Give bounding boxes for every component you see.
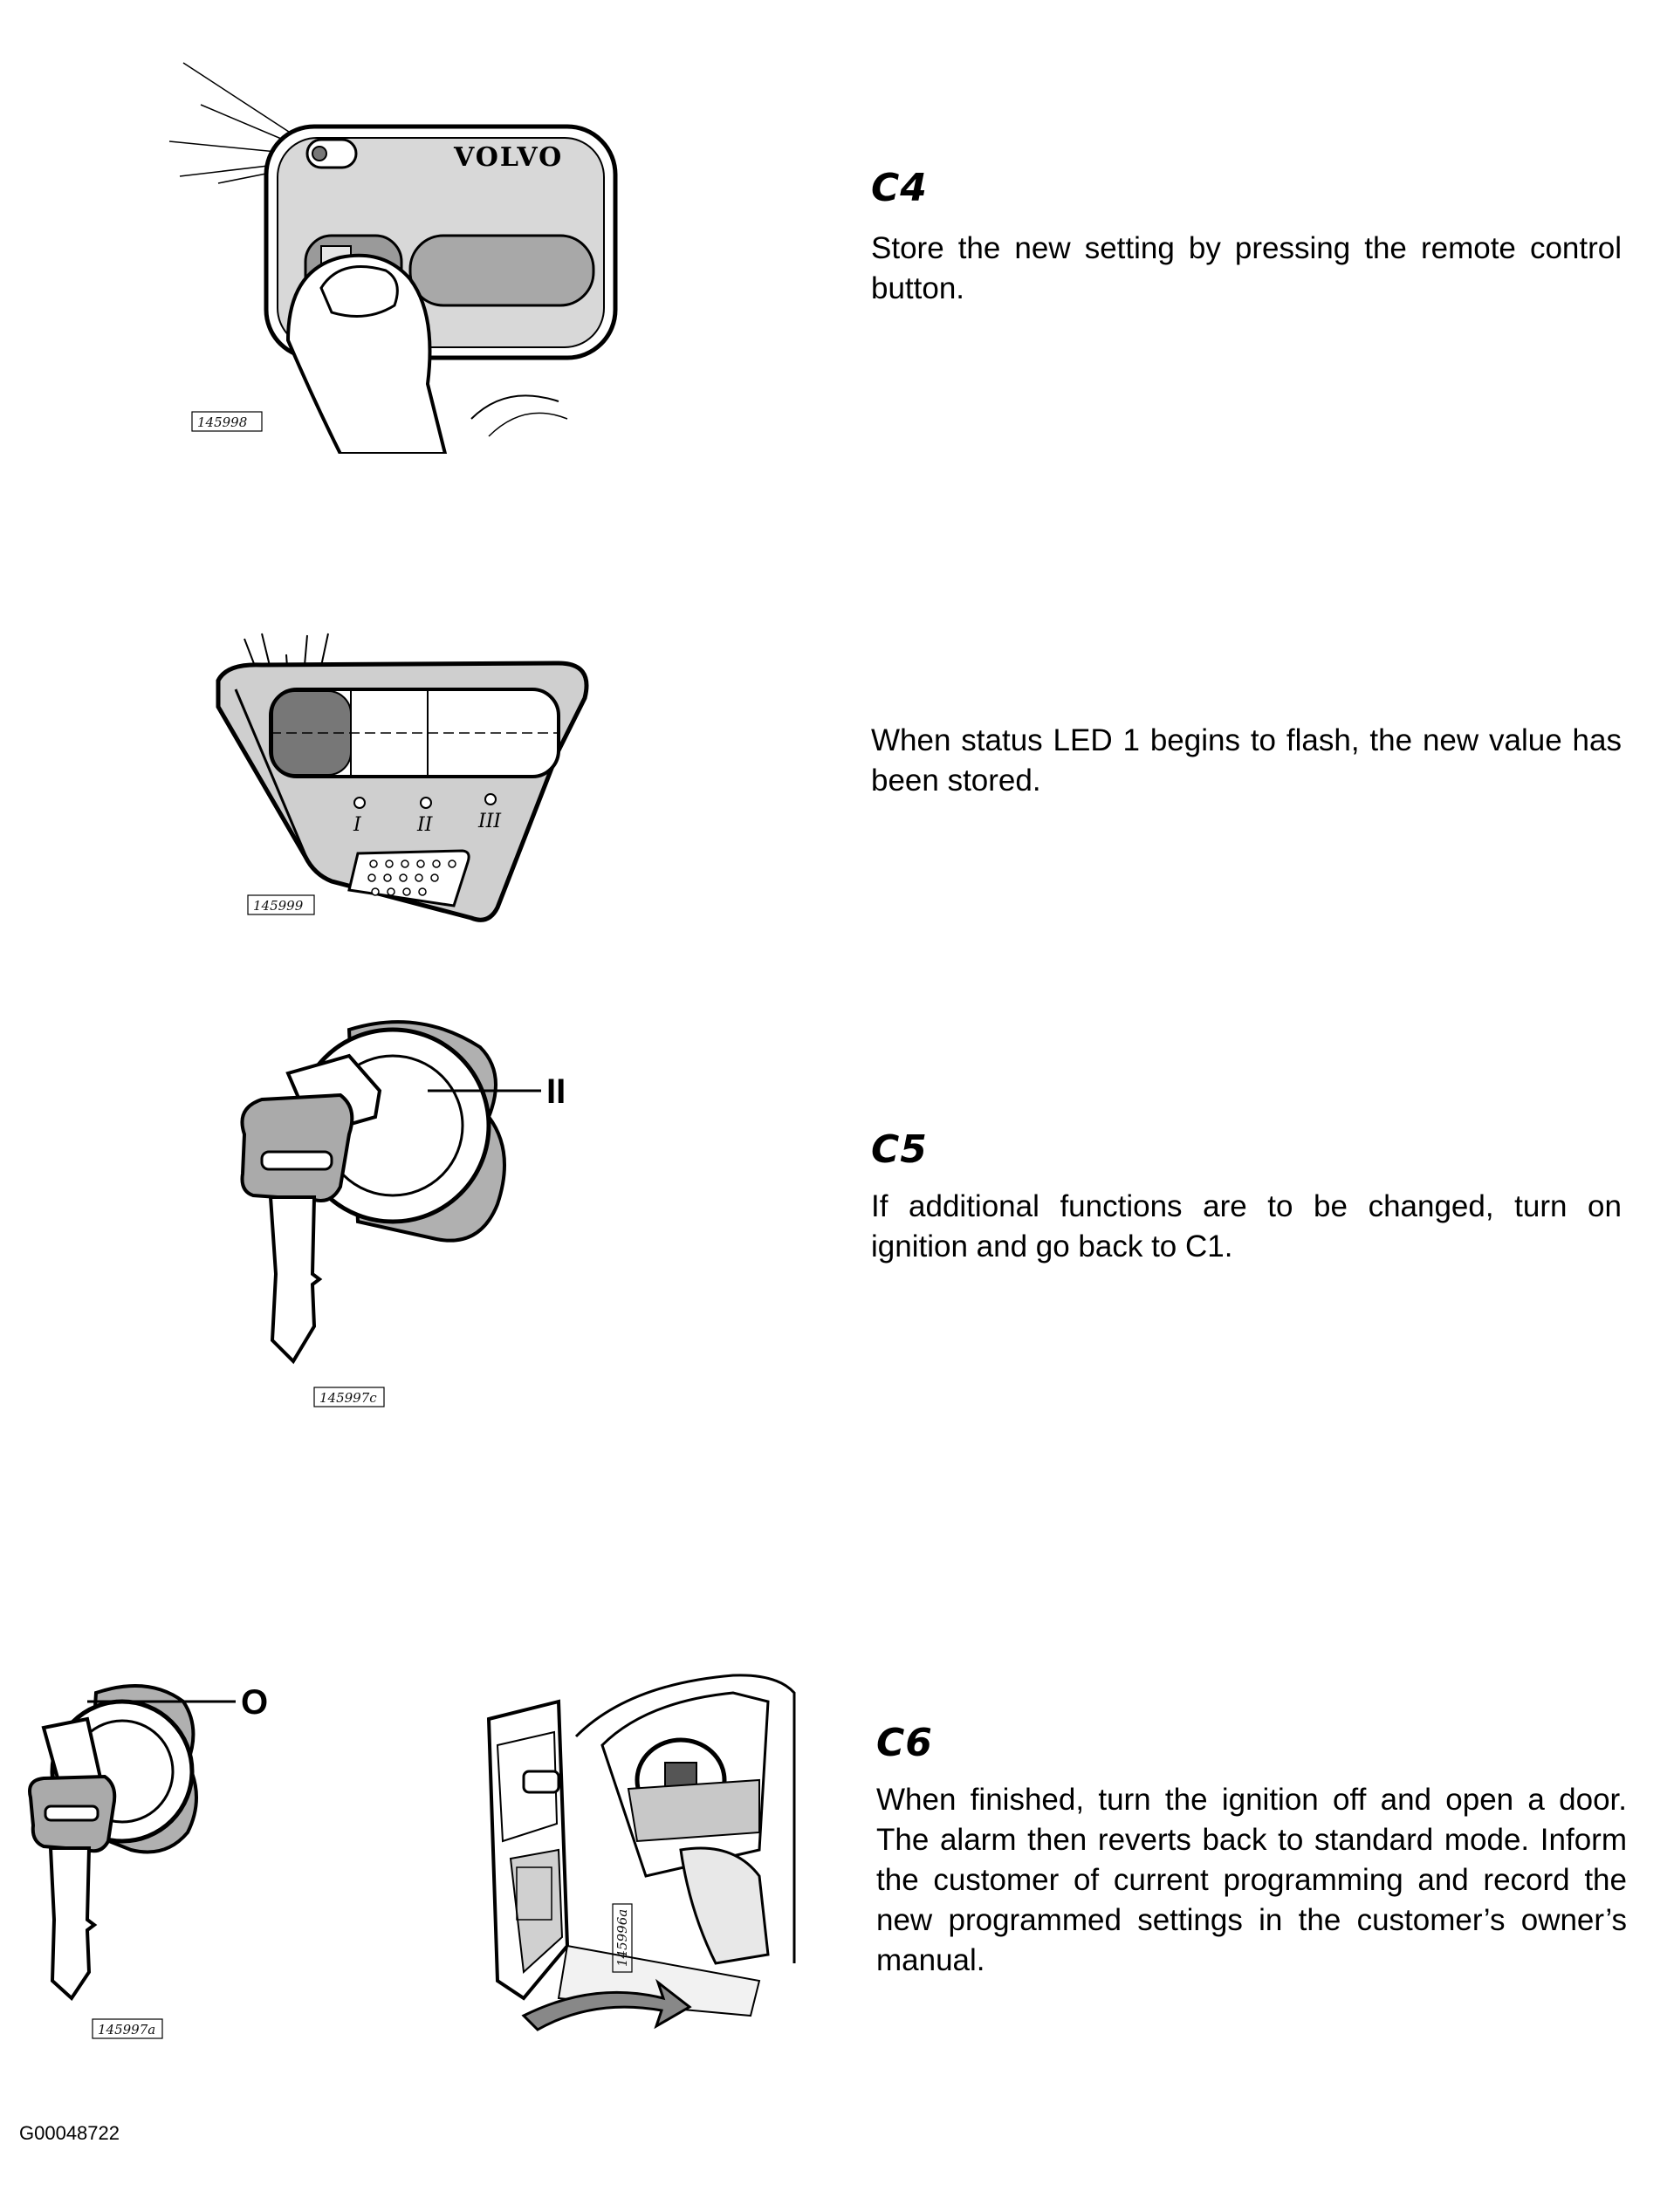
- callout-position-o: O: [241, 1683, 268, 1722]
- callout-position-ii: II: [546, 1072, 566, 1111]
- step-c4-heading: C4: [871, 166, 928, 210]
- led-mark-2: II: [416, 814, 434, 836]
- step-c5-heading: C5: [871, 1127, 928, 1172]
- led-mark-3: III: [477, 811, 502, 832]
- figure-label-led: 145999: [253, 898, 304, 914]
- ignition-off-figure: O 145997a: [28, 1683, 268, 2039]
- step-c6-text: When finished, turn the ignition off and…: [876, 1783, 1627, 1977]
- led-panel-figure: I II III 145999: [216, 633, 589, 922]
- document-id: G00048722: [19, 2122, 120, 2144]
- figure-label-ignition-on: 145997c: [319, 1390, 377, 1406]
- step-c5-text: If additional functions are to be change…: [871, 1189, 1622, 1264]
- figure-label-remote: 145998: [197, 414, 247, 430]
- remote-control-figure: VOLVO 145998: [168, 62, 618, 454]
- ignition-on-figure: II 145997c: [240, 1020, 566, 1407]
- led-mark-1: I: [353, 814, 362, 836]
- figure-label-ignition-off: 145997a: [98, 2022, 155, 2037]
- step-c4-text: Store the new setting by pressing the re…: [871, 231, 1622, 305]
- step-c4-confirm-text: When status LED 1 begins to flash, the n…: [871, 723, 1622, 798]
- figure-label-door: 145996a: [614, 1909, 630, 1967]
- step-c6-heading: C6: [876, 1721, 933, 1765]
- open-door-figure: 145996a: [486, 1674, 796, 2031]
- remote-brand: VOLVO: [453, 142, 563, 173]
